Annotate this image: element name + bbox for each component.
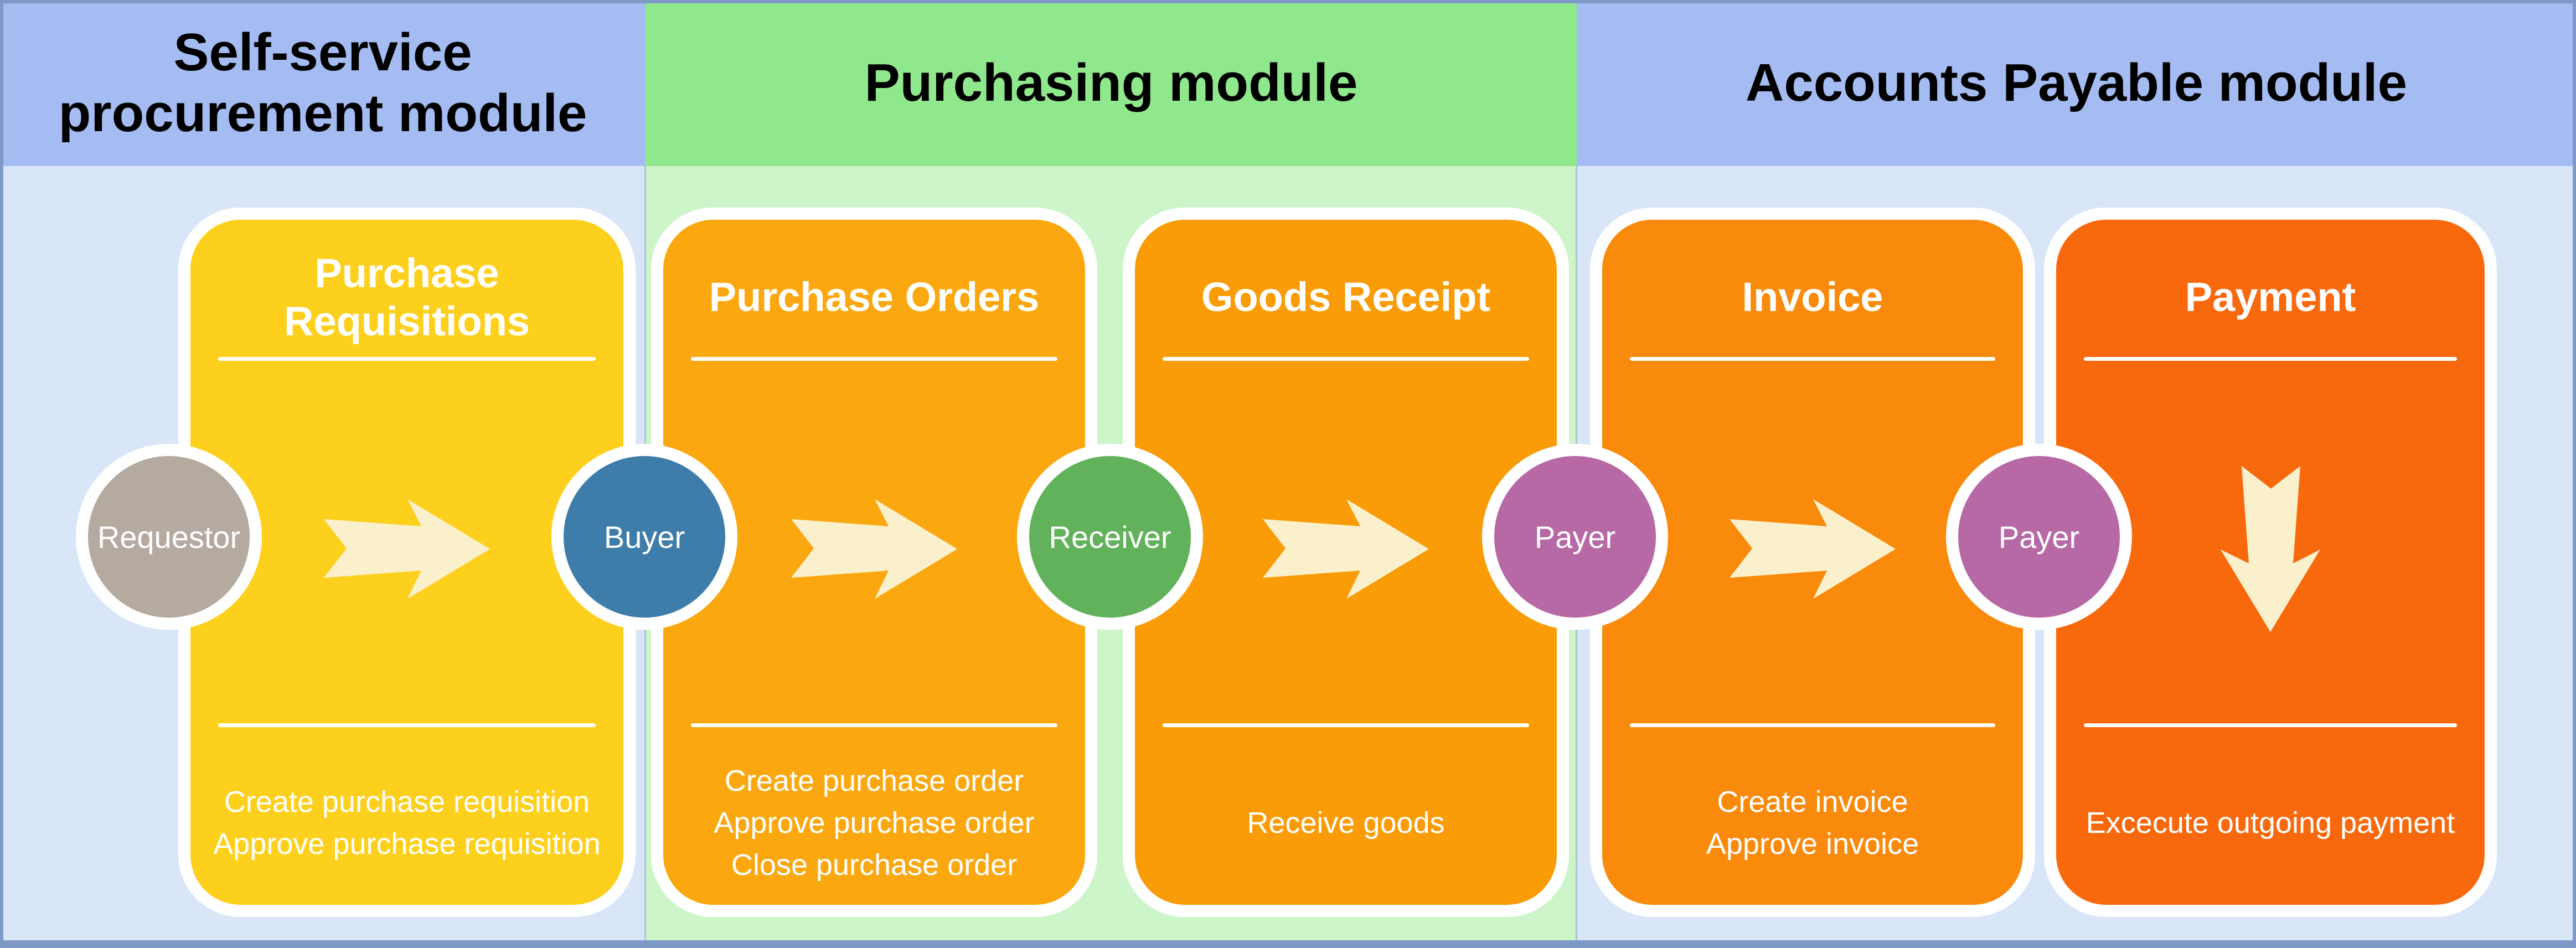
task-item: Approve purchase order (714, 806, 1035, 840)
card-tasks: Create purchase order Approve purchase o… (669, 740, 1080, 906)
tasks-overline (218, 723, 596, 727)
tasks-overline (1163, 723, 1529, 727)
title-underline (691, 357, 1057, 361)
title-underline (1163, 357, 1529, 361)
card-title: Purchase Requisitions (283, 250, 530, 344)
card-tasks: Create purchase requisition Approve purc… (196, 740, 618, 906)
module-header-self-service-procurement: Self-service procurement module (0, 0, 646, 166)
task-item: Create purchase requisition (224, 785, 590, 819)
title-underline (218, 357, 596, 361)
role-circle-buyer: Buyer (551, 444, 737, 630)
role-circle-payer-1: Payer (1482, 444, 1668, 630)
task-item: Close purchase order (731, 848, 1018, 882)
module-header-accounts-payable: Accounts Payable module (1577, 0, 2576, 166)
flow-arrow-right-icon (1263, 499, 1429, 599)
card-tasks: Excecute outgoing payment (2062, 740, 2479, 906)
task-item: Excecute outgoing payment (2085, 806, 2455, 840)
card-tasks: Receive goods (1140, 740, 1551, 906)
card-title: Invoice (1742, 274, 1883, 320)
task-item: Approve purchase requisition (213, 827, 601, 861)
title-underline (1630, 357, 1995, 361)
role-circle-requestor: Requestor (76, 444, 262, 630)
role-circle-receiver: Receiver (1017, 444, 1203, 630)
task-item: Create invoice (1717, 785, 1908, 819)
card-title: Purchase Orders (709, 274, 1040, 320)
flow-arrow-right-icon (324, 499, 490, 599)
task-item: Receive goods (1247, 806, 1445, 840)
tasks-overline (1630, 723, 1995, 727)
card-title: Goods Receipt (1201, 274, 1491, 320)
flow-arrow-right-icon (1730, 499, 1896, 599)
flow-arrow-down-icon (2221, 466, 2320, 632)
tasks-overline (691, 723, 1057, 727)
role-circle-payer-2: Payer (1946, 444, 2132, 630)
task-item: Approve invoice (1706, 827, 1919, 861)
tasks-overline (2084, 723, 2457, 727)
card-title: Payment (2185, 274, 2356, 320)
card-tasks: Create invoice Approve invoice (1608, 740, 2017, 906)
title-underline (2084, 357, 2457, 361)
task-item: Create purchase order (724, 764, 1024, 797)
flow-arrow-right-icon (791, 499, 957, 599)
card-purchase-orders: Purchase Orders Create purchase order Ap… (651, 208, 1097, 917)
module-header-purchasing: Purchasing module (646, 0, 1577, 166)
